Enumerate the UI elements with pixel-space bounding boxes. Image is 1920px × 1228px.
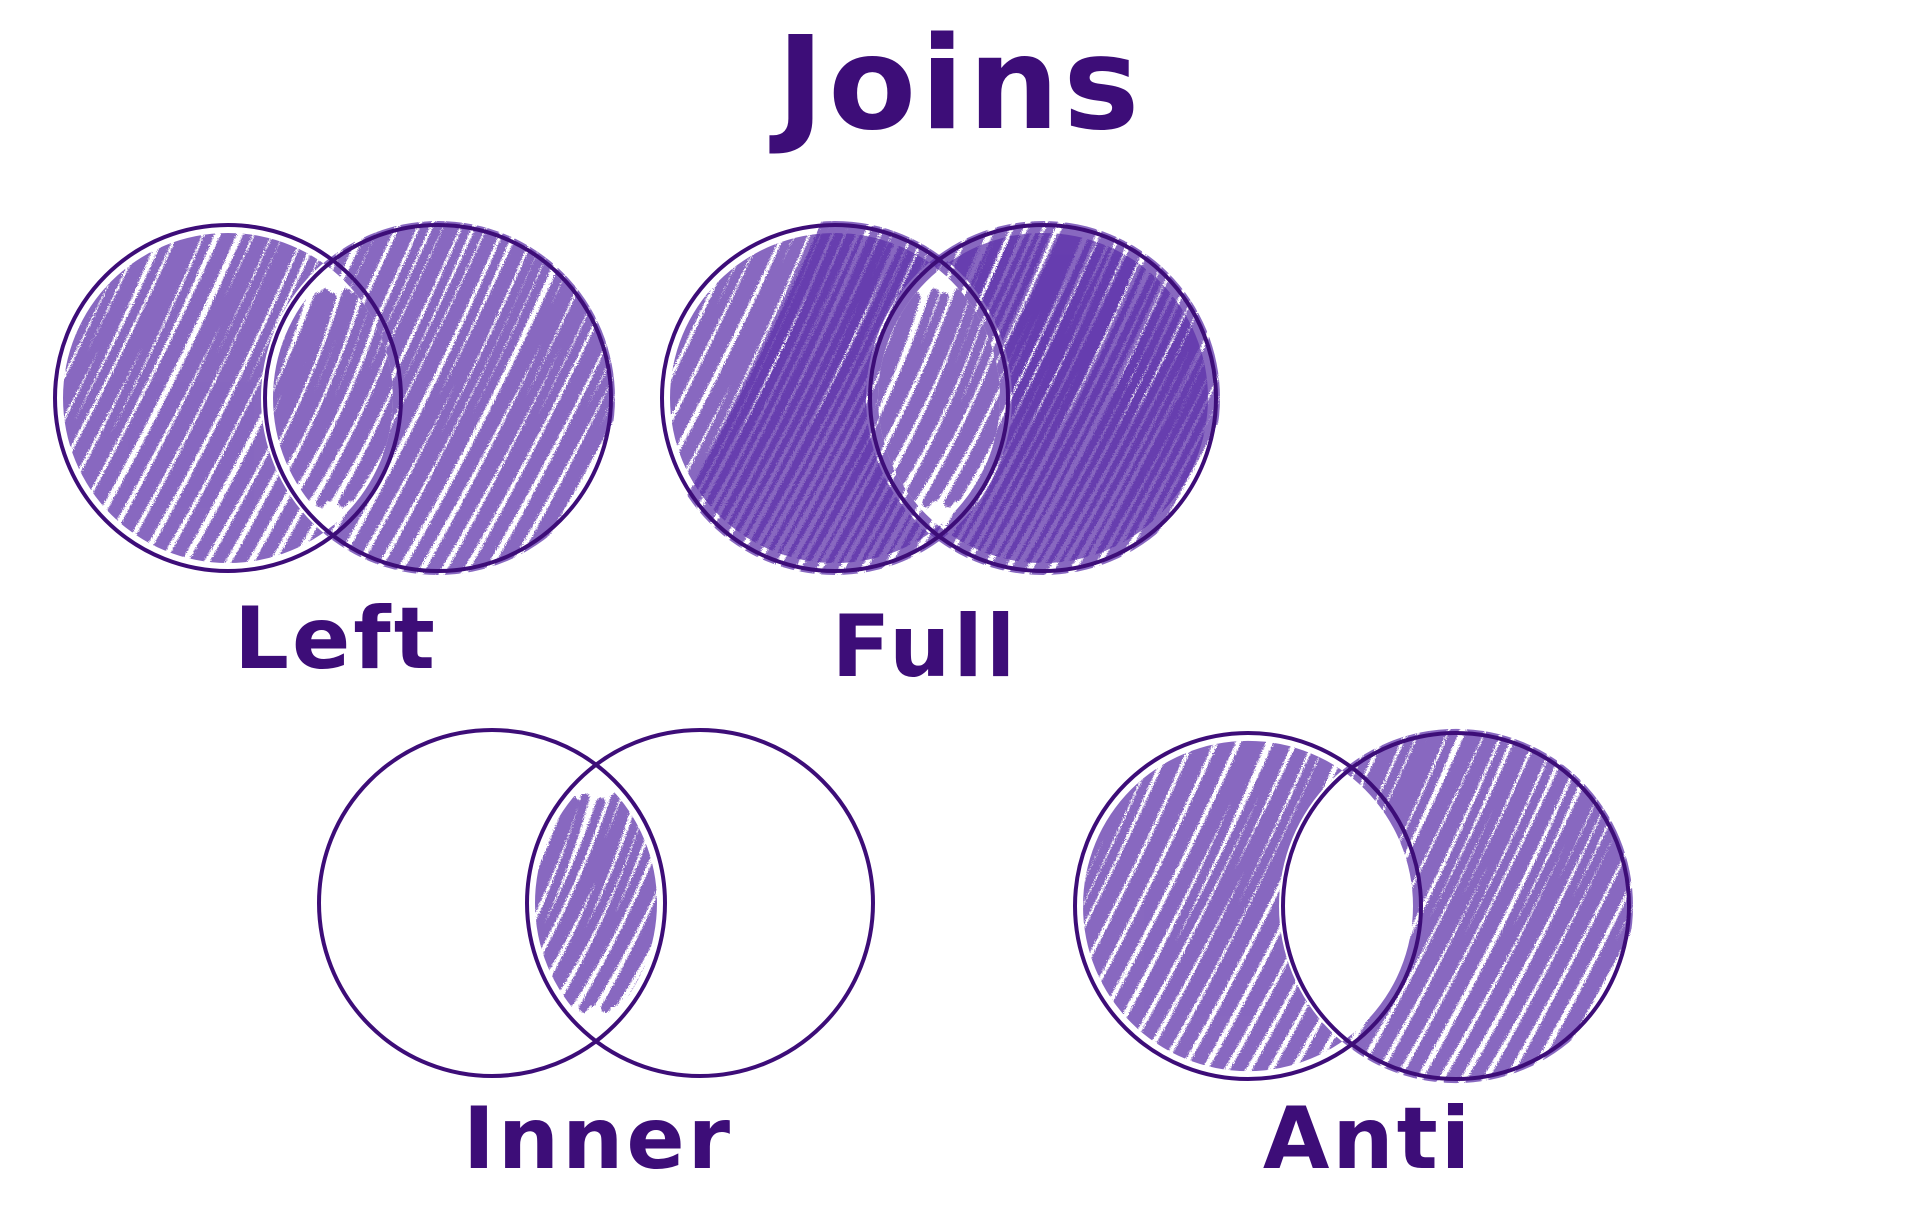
join-label-full: Full [832,597,1019,697]
right-set-circle [868,223,1218,573]
left-set-circle [53,223,403,573]
left-set-circle [1073,731,1423,1081]
join-label-inner: Inner [463,1089,733,1189]
venn-inner-join: Inner [317,728,875,1189]
region-intersection-shading [273,288,394,508]
left-set-circle [317,728,667,1078]
join-label-left: Left [234,589,438,689]
venn-full-join: Full [658,221,1220,697]
right-set-circle [525,728,875,1078]
venn-left-join: Left [53,221,615,689]
region-intersection-shading [535,793,657,1013]
diagram-title: Joins [769,10,1144,159]
region-left-only-shading [1082,728,1634,1084]
right-set-circle [263,223,613,573]
left-set-circle [660,223,1010,573]
join-label-anti: Anti [1263,1089,1473,1189]
venn-anti-join: Anti [1073,728,1634,1189]
region-intersection-shading [878,288,1000,508]
right-set-circle [1281,731,1631,1081]
